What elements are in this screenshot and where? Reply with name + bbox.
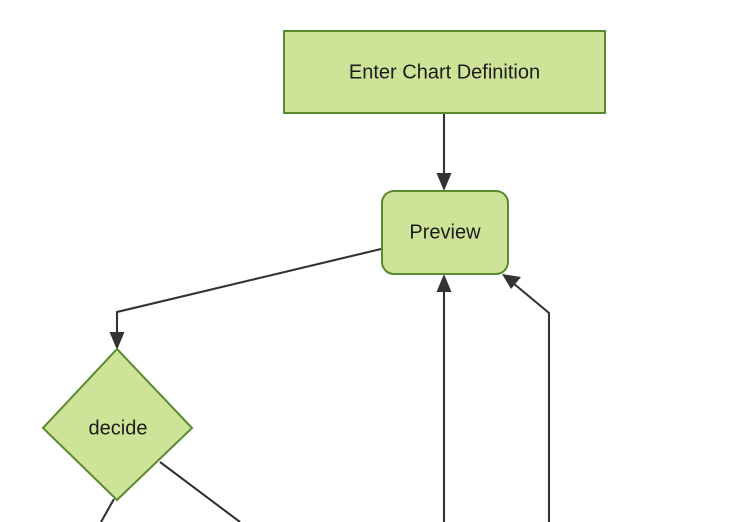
node-label-preview: Preview — [409, 221, 481, 243]
arrow-head-icon — [109, 332, 125, 350]
node-shape-rounded-rectangle — [381, 190, 509, 275]
node-label-enter-chart-definition: Enter Chart Definition — [349, 61, 540, 83]
edge-line — [159, 461, 241, 522]
edge-line — [100, 498, 115, 522]
arrow-head-icon — [502, 274, 521, 289]
arrow-head-icon — [436, 274, 452, 292]
edge-bottom-center-to-preview — [436, 274, 452, 522]
node-label-decide: decide — [89, 417, 148, 439]
node-enter-chart-definition[interactable]: Enter Chart Definition — [283, 30, 606, 114]
node-decide[interactable]: decide — [41, 347, 194, 502]
edge-decide-left-out — [100, 498, 115, 522]
edge-decide-right-out — [159, 461, 241, 522]
edge-preview-to-decide — [109, 247, 382, 350]
node-shape-diamond — [41, 347, 194, 502]
edge-line — [512, 282, 551, 522]
arrow-head-icon — [436, 173, 452, 191]
node-preview[interactable]: Preview — [381, 190, 509, 275]
edge-enter-to-preview — [436, 114, 452, 191]
node-shape-rectangle — [283, 30, 606, 114]
edge-bottom-right-to-preview — [502, 274, 551, 522]
edge-line — [115, 247, 382, 337]
